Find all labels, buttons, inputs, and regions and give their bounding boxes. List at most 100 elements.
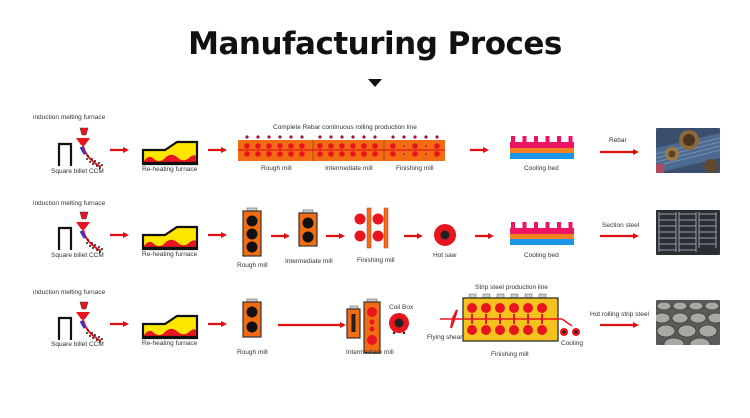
cooling-bed-tooth bbox=[534, 136, 538, 143]
roll-top bbox=[289, 135, 293, 139]
strip-line-title: Strip steel production line bbox=[475, 284, 548, 291]
coil-box-icon bbox=[389, 313, 409, 335]
strip-finishing-mill-icon bbox=[440, 293, 580, 342]
cooling-bed-cool-layer bbox=[510, 239, 574, 245]
reheating-furnace-icon bbox=[141, 225, 199, 251]
continuous-rolling-line-icon bbox=[238, 135, 445, 161]
roll bbox=[277, 143, 283, 149]
hot-saw-icon bbox=[434, 224, 456, 246]
roll bbox=[425, 153, 427, 155]
flying-shear-icon bbox=[450, 309, 458, 329]
work-roll bbox=[495, 325, 505, 335]
roll bbox=[299, 143, 305, 149]
arrow-icon bbox=[470, 147, 489, 153]
arrow-icon bbox=[110, 321, 129, 327]
arrow-icon bbox=[600, 233, 639, 239]
cooling-bed-tooth bbox=[568, 136, 573, 143]
arrow-icon bbox=[208, 232, 227, 238]
finishing-mill-icon bbox=[354, 207, 389, 249]
roll bbox=[434, 143, 440, 149]
roll bbox=[288, 143, 294, 149]
induction-furnace-label: induction melting furnace bbox=[33, 200, 106, 207]
arrow-icon bbox=[271, 233, 290, 239]
work-roll bbox=[495, 303, 505, 313]
ccm-icon bbox=[57, 126, 105, 171]
cooling-bed-tooth bbox=[522, 136, 527, 143]
finishing-mill-label: Finishing mill bbox=[357, 257, 395, 264]
cooling-label: Cooling bbox=[561, 340, 584, 347]
arrow-icon bbox=[208, 321, 227, 327]
finishing-mill-label: Finishing mill bbox=[396, 165, 434, 172]
work-roll bbox=[537, 303, 547, 313]
ccm-icon bbox=[57, 210, 105, 255]
arrow-icon bbox=[404, 233, 423, 239]
arrow-icon bbox=[475, 233, 494, 239]
induction-furnace-label: induction melting furnace bbox=[33, 114, 106, 121]
work-roll bbox=[467, 325, 477, 335]
work-roll bbox=[481, 325, 491, 335]
rebar-bundles-photo bbox=[656, 128, 720, 173]
cooling-bed-tooth bbox=[557, 222, 561, 229]
cooling-bed-tooth bbox=[534, 222, 538, 229]
intermediate-mill-label: Intermediate mill bbox=[346, 349, 394, 356]
roll-top bbox=[391, 135, 395, 139]
cooling-roll-core bbox=[574, 330, 578, 334]
roll bbox=[390, 143, 396, 149]
cooling-bed-tooth bbox=[568, 222, 573, 229]
roll bbox=[288, 151, 294, 157]
roll-top bbox=[340, 135, 344, 139]
stand-cap bbox=[482, 293, 491, 299]
roll-top bbox=[424, 135, 428, 139]
roll bbox=[412, 143, 418, 149]
cooling-bed-tooth bbox=[511, 136, 515, 143]
roll bbox=[255, 143, 261, 149]
finishing-mill-label: Finishing mill bbox=[491, 351, 529, 358]
arrow-icon bbox=[600, 322, 639, 328]
roll bbox=[339, 143, 345, 149]
roll bbox=[266, 143, 272, 149]
cooling-bed-tooth bbox=[557, 136, 561, 143]
cooling-bed-tooth bbox=[545, 136, 550, 143]
roll-top bbox=[329, 135, 333, 139]
roll bbox=[328, 151, 334, 157]
cooling-bed-label: Cooling bed bbox=[524, 252, 559, 259]
reheating-furnace-label: Re-heating furnace bbox=[142, 166, 198, 173]
cooling-roll-core bbox=[562, 330, 566, 334]
intermediate-mill-icon bbox=[298, 209, 318, 247]
coil-box-label: Coil Box bbox=[389, 304, 414, 311]
roll bbox=[244, 143, 250, 149]
intermediate-mill-label: Intermediate mill bbox=[285, 258, 333, 265]
cooling-bed-icon bbox=[510, 136, 574, 159]
roll bbox=[299, 151, 305, 157]
reheating-furnace-icon bbox=[141, 140, 199, 166]
roll-top bbox=[362, 135, 366, 139]
rough-mill-label: Rough mill bbox=[237, 349, 268, 356]
roll bbox=[372, 143, 378, 149]
roll bbox=[317, 143, 323, 149]
cooling-bed-label: Cooling bed bbox=[524, 165, 559, 172]
work-roll bbox=[509, 303, 519, 313]
roll-top bbox=[300, 135, 304, 139]
work-roll bbox=[509, 325, 519, 335]
roll bbox=[244, 151, 250, 157]
roll bbox=[434, 151, 440, 157]
intermediate-mill-icon bbox=[346, 298, 381, 354]
roll-top bbox=[245, 135, 249, 139]
roll-top bbox=[373, 135, 377, 139]
ccm-label: Square billet CCM bbox=[51, 341, 104, 348]
cooling-bed-icon bbox=[510, 222, 574, 245]
rough-mill-icon bbox=[242, 298, 262, 338]
triangle-down-icon bbox=[368, 79, 382, 87]
roll bbox=[403, 153, 405, 155]
hot-saw-label: Hot saw bbox=[433, 252, 457, 259]
roll-top bbox=[413, 135, 417, 139]
roll bbox=[412, 151, 418, 157]
cooling-bed-cool-layer bbox=[510, 153, 574, 159]
rebar-line-title: Complete Rebar continuous rolling produc… bbox=[273, 124, 417, 131]
roll bbox=[266, 151, 272, 157]
induction-furnace-label: induction melting furnace bbox=[33, 289, 106, 296]
roll bbox=[350, 151, 356, 157]
stand-cap bbox=[524, 293, 533, 299]
roll bbox=[277, 151, 283, 157]
roll bbox=[339, 151, 345, 157]
